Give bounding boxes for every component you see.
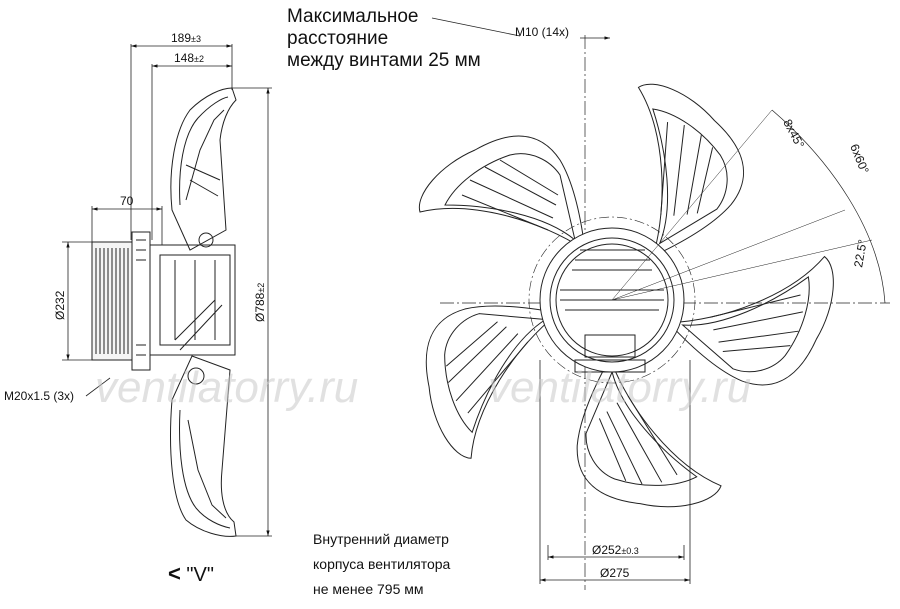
note-line: расстояние xyxy=(287,28,389,49)
dim-angle-8x45: 8x45° xyxy=(780,117,807,151)
dim-blade-depth: 148±2 xyxy=(174,51,204,65)
watermark-right: ventilatorry.ru xyxy=(488,363,751,412)
dim-impeller-diameter: Ø788±2 xyxy=(253,283,267,322)
note-line: не менее 795 мм xyxy=(313,581,424,597)
view-label: < "V" xyxy=(168,561,214,587)
view-label-text: "V" xyxy=(186,564,214,586)
note-line: корпуса вентилятора xyxy=(313,556,451,572)
side-hub xyxy=(149,244,236,356)
dim-motor-offset: 70 xyxy=(120,194,134,208)
max-screw-distance-note: Максимальное расстояние между винтами 25… xyxy=(287,6,481,72)
impeller-blade xyxy=(418,135,586,252)
side-view xyxy=(91,87,237,537)
dim-bolt-circle-275: Ø275 xyxy=(600,566,630,580)
watermark-left: ventilatorry.ru xyxy=(95,363,358,412)
note-line: Максимальное xyxy=(287,6,419,27)
inner-diameter-note: Внутренний диаметр корпуса вентилятора н… xyxy=(313,527,450,602)
note-line: между винтами 25 мм xyxy=(287,50,481,71)
side-dimensions xyxy=(62,44,272,537)
front-dimensions xyxy=(431,17,691,584)
dim-bolt-circle-252: Ø252±0.3 xyxy=(592,543,639,557)
dim-motor-diameter: Ø232 xyxy=(53,290,67,320)
dim-mount-thread: M10 (14x) xyxy=(515,25,569,39)
front-view xyxy=(398,35,890,590)
note-line: Внутренний диаметр xyxy=(313,531,449,547)
dim-cable-gland: M20x1.5 (3x) xyxy=(4,389,74,403)
dim-angle-22-5: 22.5° xyxy=(851,238,870,268)
dim-angle-6x60: 6x60° xyxy=(847,142,872,176)
side-blade-upper xyxy=(170,87,237,251)
view-arrow-icon: < xyxy=(168,561,181,586)
dim-overall-depth: 189±3 xyxy=(171,31,201,45)
side-blade-lower xyxy=(170,355,237,537)
